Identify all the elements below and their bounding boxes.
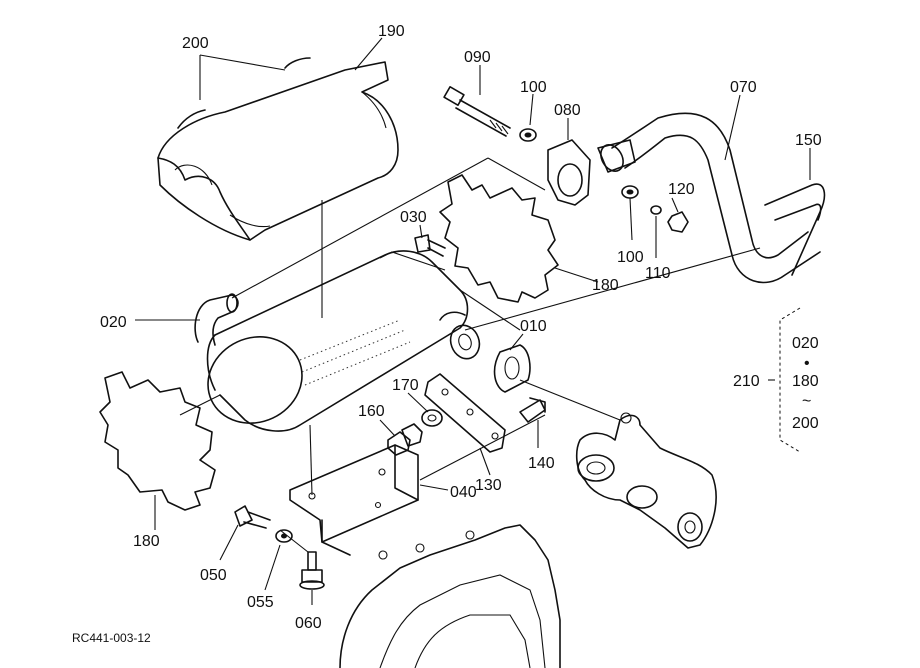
set-item-dot: • [804, 355, 810, 372]
bolt-090 [443, 86, 511, 137]
nut-160a [387, 431, 411, 456]
washer-055-hole [281, 533, 287, 539]
callout-180-left: 180 [133, 533, 160, 550]
callout-100-lower: 100 [617, 249, 644, 266]
heat-shield [157, 57, 399, 241]
callout-070: 070 [730, 79, 757, 96]
support-plate [424, 373, 506, 453]
callout-020: 020 [100, 314, 127, 331]
bolt-140 [519, 397, 546, 423]
washer-170 [421, 409, 443, 427]
u-bolt [764, 183, 826, 276]
callout-100: 100 [520, 79, 547, 96]
set-item-200: 200 [792, 415, 819, 432]
leader-lines [135, 37, 811, 605]
callout-130: 130 [475, 477, 502, 494]
callout-080: 080 [554, 102, 581, 119]
set-item-tilde: ~ [802, 393, 811, 410]
gasket [493, 344, 531, 393]
callout-030: 030 [400, 209, 427, 226]
pipe-clamp [547, 139, 591, 206]
callout-170: 170 [392, 377, 419, 394]
callout-040: 040 [450, 484, 477, 501]
nut-120 [667, 211, 689, 233]
callout-160: 160 [358, 403, 385, 420]
callout-110: 110 [645, 265, 671, 282]
muffler [194, 250, 481, 432]
washer-055 [275, 529, 293, 543]
set-item-180: 180 [792, 373, 819, 390]
set-item-020: 020 [792, 335, 819, 352]
nut-160b [401, 423, 423, 447]
spring-washer-110 [650, 205, 662, 215]
callout-210: 210 [733, 373, 760, 390]
washer-170-hole [427, 414, 437, 422]
bolt-050 [234, 505, 271, 529]
bolt-060 [299, 551, 325, 590]
flange-bracket-right [439, 174, 559, 303]
callout-140: 140 [528, 455, 555, 472]
exhaust-pipe [597, 112, 821, 284]
callout-120: 120 [668, 181, 695, 198]
callout-090: 090 [464, 49, 491, 66]
washer-100a-hole [524, 132, 532, 138]
callout-190: 190 [378, 23, 405, 40]
engine-housing [339, 524, 561, 668]
flange-bracket-left [99, 371, 216, 511]
callout-150: 150 [795, 132, 822, 149]
bolt-030 [414, 234, 446, 257]
washer-100b-hole [626, 189, 634, 195]
callout-200: 200 [182, 35, 209, 52]
callout-180-right: 180 [592, 277, 619, 294]
callout-055: 055 [247, 594, 274, 611]
washer-100a [519, 128, 537, 142]
mounting-bracket [289, 444, 419, 556]
exhaust-manifold [575, 412, 717, 549]
callout-060: 060 [295, 615, 322, 632]
callout-010: 010 [520, 318, 547, 335]
callout-050: 050 [200, 567, 227, 584]
callout-labels: 200 190 090 100 080 070 150 120 030 100 … [72, 23, 822, 645]
drawing-code: RC441-003-12 [72, 631, 151, 645]
